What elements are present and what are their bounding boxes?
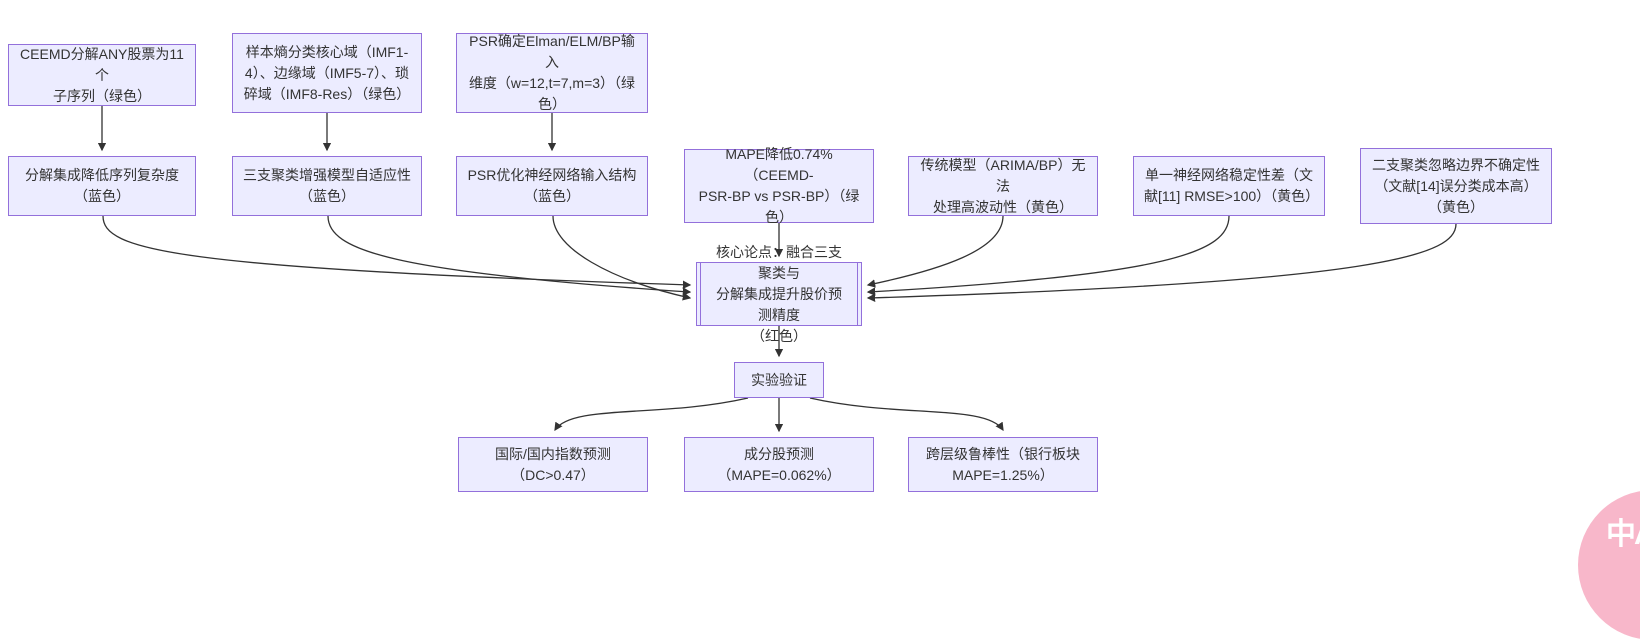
edge-i-k [866,215,1230,296]
edge-e-k [327,215,692,296]
flowchart-canvas: { "diagram": { "type": "flowchart", "col… [8,33,1640,640]
node-two-way-clustering-limitation: 二支聚类忽略边界不确定性 （文献[14]误分类成本高） （黄色） [1360,148,1552,224]
node-traditional-model-limitation: 传统模型（ARIMA/BP）无法 处理高波动性（黄色） [908,156,1098,216]
node-cross-level-robustness-result: 跨层级鲁棒性（银行板块 MAPE=1.25%） [908,437,1098,492]
node-experimental-validation: 实验验证 [734,362,824,398]
node-sample-entropy-domains: 样本熵分类核心域（IMF1- 4）、边缘域（IMF5-7）、琐 碎域（IMF8-… [232,33,422,113]
edge-j-k [866,223,1457,303]
edge-layer [97,106,1457,433]
node-constituent-stock-result: 成分股预测 （MAPE=0.062%） [684,437,874,492]
node-index-prediction-result: 国际/国内指数预测 （DC>0.47） [458,437,648,492]
node-ceemd-decompose: CEEMD分解ANY股票为11个 子序列（绿色） [8,44,196,106]
edge-f-k [552,215,692,301]
node-decomposition-reduces-complexity: 分解集成降低序列复杂度 （蓝色） [8,156,196,216]
node-psr-optimizes-input-structure: PSR优化神经网络输入结构 （蓝色） [456,156,648,216]
edge-l-m [554,397,749,432]
node-psr-input-dimension: PSR确定Elman/ELM/BP输入 维度（w=12,t=7,m=3）（绿 色… [456,33,648,113]
node-single-nn-instability: 单一神经网络稳定性差（文 献[11] RMSE>100）（黄色） [1133,156,1325,216]
translate-icon: 中A [1606,518,1640,551]
node-three-way-clustering-adaptivity: 三支聚类增强模型自适应性 （蓝色） [232,156,422,216]
edge-d-k [102,215,692,289]
edge-l-o [809,397,1004,432]
node-core-thesis: 核心论点：融合三支聚类与 分解集成提升股价预测精度 （红色） [696,244,862,344]
edge-h-k [866,215,1004,288]
node-mape-reduction: MAPE降低0.74%（CEEMD- PSR-BP vs PSR-BP）（绿 色… [684,146,874,225]
